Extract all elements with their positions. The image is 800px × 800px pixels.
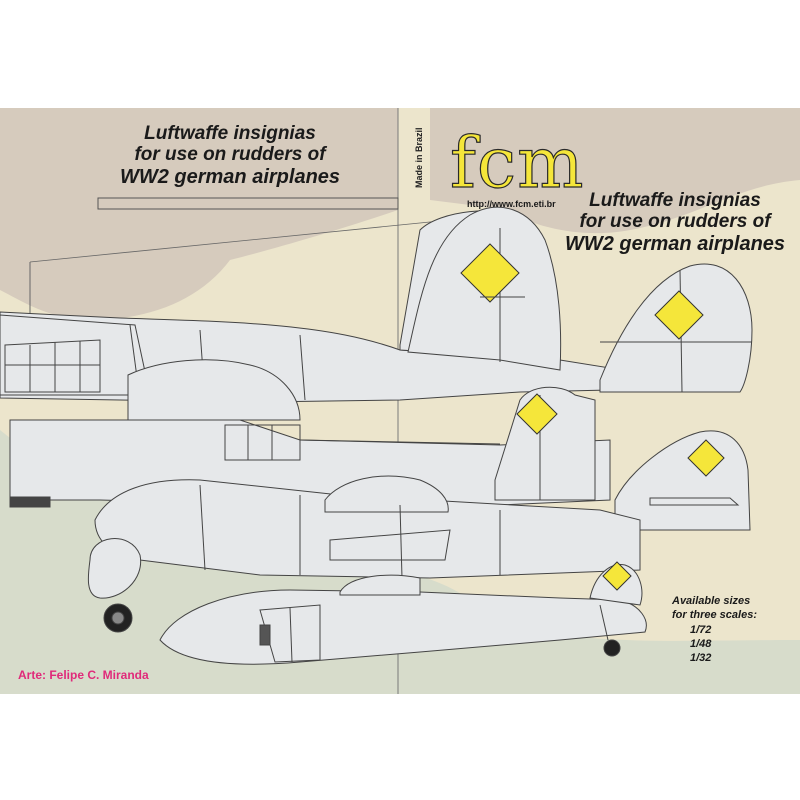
made-in-label: Made in Brazil	[414, 127, 424, 188]
tail-fin-2	[599, 263, 753, 393]
title-line-3: WW2 german airplanes	[119, 165, 341, 188]
title-block-right: Luftwaffe insignias for use on rudders o…	[560, 190, 790, 255]
aircraft-fighter-low	[159, 561, 647, 665]
tail-fin-4	[614, 430, 751, 531]
title-line-3: WW2 german airplanes	[564, 232, 786, 255]
aircraft-jet	[87, 475, 641, 633]
insignia-diamond	[516, 393, 558, 435]
tail-fin-3	[494, 386, 596, 501]
website-link[interactable]: http://www.fcm.eti.br	[467, 199, 556, 209]
title-line-2: for use on rudders of	[134, 143, 326, 165]
tail-fin-1	[407, 206, 562, 371]
insignia-diamond	[602, 561, 632, 591]
scale-item: 1/48	[690, 637, 712, 650]
insignia-diamond	[654, 290, 704, 340]
title-underline-box	[97, 197, 399, 210]
scale-item: 1/32	[690, 652, 712, 665]
insignia-diamond	[460, 243, 520, 303]
fcm-logo: fcm	[449, 122, 585, 204]
antenna-wire	[29, 214, 501, 263]
title-block-left: Luftwaffe insignias for use on rudders o…	[100, 123, 360, 188]
available-sizes: Available sizes for three scales: 1/72 1…	[672, 594, 800, 665]
sizes-heading-1: Available sizes	[672, 595, 751, 607]
scale-item: 1/72	[690, 623, 712, 636]
artist-credit: Arte: Felipe C. Miranda	[18, 668, 149, 682]
sizes-heading-2: for three scales:	[672, 609, 757, 622]
insignia-diamond	[687, 439, 725, 477]
title-line-2: for use on rudders of	[579, 210, 771, 232]
title-line-1: Luftwaffe insignias	[589, 190, 761, 211]
title-line-1: Luftwaffe insignias	[144, 123, 316, 144]
